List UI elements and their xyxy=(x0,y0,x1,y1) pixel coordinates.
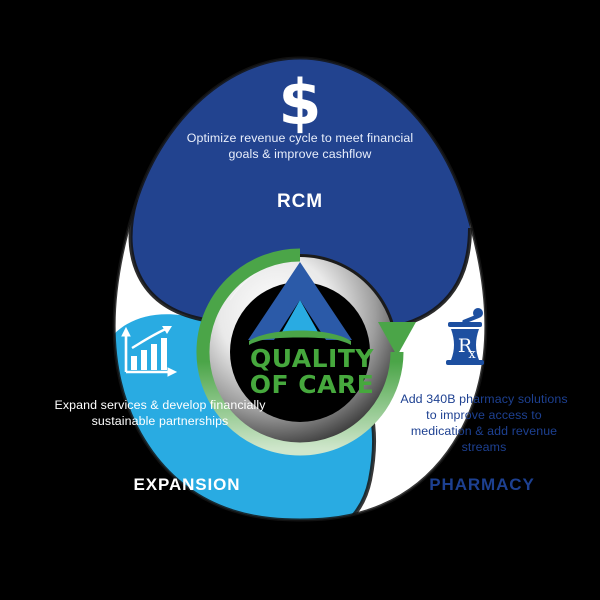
circular-arrow-icon xyxy=(196,248,416,456)
svg-text:$: $ xyxy=(278,66,321,139)
bar-chart-growth-icon xyxy=(121,326,178,377)
svg-text:x: x xyxy=(468,347,476,362)
expansion-title: EXPANSION xyxy=(133,475,241,494)
pharmacy-title: PHARMACY xyxy=(429,475,535,494)
chevron-arrow-logo xyxy=(248,262,352,345)
pharmacy-description: Add 340B pharmacy solutions to improve a… xyxy=(400,392,568,454)
mortar-pestle-rx-icon: R x xyxy=(446,308,484,365)
wheel-rim xyxy=(112,56,488,522)
quality-of-care-label: QUALITY OF CARE xyxy=(232,344,392,400)
expansion-description: Expand services & develop financially su… xyxy=(54,398,266,428)
sector-rcm-fill xyxy=(130,58,470,330)
dollar-sign-icon: $ xyxy=(278,66,321,139)
quality-of-care-line2: OF CARE xyxy=(249,370,375,400)
svg-text:R: R xyxy=(458,335,473,357)
rcm-description: Optimize revenue cycle to meet financial… xyxy=(186,131,414,161)
rcm-title: RCM xyxy=(277,191,323,212)
quality-of-care-line1: QUALITY xyxy=(249,344,375,373)
